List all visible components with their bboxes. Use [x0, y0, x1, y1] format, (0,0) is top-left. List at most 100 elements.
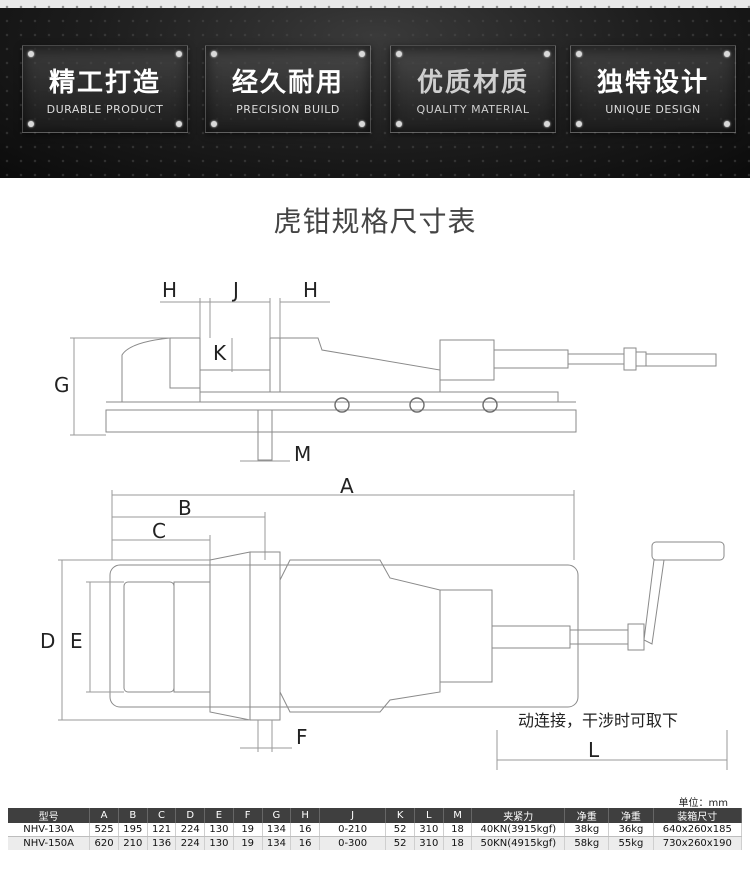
- cell: 50KN(4915kgf): [471, 836, 566, 850]
- feature-plate-quality: 优质材质 QUALITY MATERIAL: [390, 45, 556, 133]
- dim-label-d: D: [40, 629, 55, 653]
- header-l: L: [414, 808, 444, 823]
- screw-top: [491, 625, 571, 649]
- cell: 195: [118, 823, 148, 837]
- movable-jaw-top: [279, 559, 441, 713]
- cell: 210: [118, 836, 148, 850]
- dim-label-j: J: [231, 278, 239, 302]
- dim-label-e: E: [70, 629, 83, 653]
- dim-label-a: A: [340, 474, 354, 498]
- table-header-row: 型号 A B C D E F G H J K L M 夹紧力 净重 净重 装箱尺…: [8, 808, 743, 823]
- dim-label-b: B: [178, 496, 192, 520]
- cell: 52: [385, 823, 415, 837]
- top-view: A B C D E F 动连接，干涉时可取下: [40, 474, 728, 770]
- bolt-icon: [576, 51, 582, 57]
- crank-collar: [627, 623, 645, 651]
- bolt-icon: [724, 121, 730, 127]
- cell: 525: [89, 823, 119, 837]
- feature-plate-unique: 独特设计 UNIQUE DESIGN: [570, 45, 736, 133]
- header-b: B: [118, 808, 148, 823]
- screw-shaft: [567, 353, 625, 365]
- lead-screw: [493, 349, 569, 369]
- cell: 0-210: [319, 823, 387, 837]
- header-c: C: [147, 808, 177, 823]
- dim-label-l: L: [588, 738, 600, 762]
- cell: 620: [89, 836, 119, 850]
- header-e: E: [204, 808, 234, 823]
- cell: 310: [414, 836, 444, 850]
- jaw-bridge: [209, 551, 251, 721]
- header-j: J: [319, 808, 387, 823]
- top-base-outline: [109, 564, 579, 708]
- bolt-icon: [176, 51, 182, 57]
- cell: 16: [290, 823, 320, 837]
- cell: 136: [147, 836, 177, 850]
- cell: 55kg: [608, 836, 654, 850]
- bolt-icon: [576, 121, 582, 127]
- fixed-jaw-face: [173, 581, 211, 693]
- header-d: D: [175, 808, 206, 823]
- table-row: NHV-150A 620 210 136 224 130 19 134 16 0…: [8, 836, 743, 850]
- cell: 19: [233, 823, 263, 837]
- header-a: A: [89, 808, 119, 823]
- cell: 224: [175, 836, 206, 850]
- handle-collar: [623, 347, 637, 371]
- fixed-jaw-body: [121, 337, 201, 402]
- spec-table: 型号 A B C D E F G H J K L M 夹紧力 净重 净重 装箱尺…: [8, 808, 743, 850]
- cell: 640x260x185: [653, 823, 743, 837]
- vise-dimension-drawing: H J H K G M A B C: [40, 278, 728, 770]
- bolt-icon: [396, 121, 402, 127]
- cell: 134: [262, 836, 292, 850]
- dim-label-h-left: H: [162, 278, 177, 302]
- bolt-icon: [176, 121, 182, 127]
- feature-title: 经久耐用: [231, 68, 344, 98]
- header-k: K: [385, 808, 415, 823]
- dim-label-c: C: [152, 519, 166, 543]
- header-f: F: [233, 808, 263, 823]
- cell: 52: [385, 836, 415, 850]
- cell: 19: [233, 836, 263, 850]
- header-clamp-force: 夹紧力: [471, 808, 566, 823]
- bolt-icon: [359, 51, 365, 57]
- cell: 130: [204, 836, 234, 850]
- cell: 224: [175, 823, 206, 837]
- header-net-weight: 净重: [564, 808, 610, 823]
- dim-label-k: K: [213, 341, 227, 365]
- jaw-slide: [199, 369, 271, 393]
- handle-bar: [645, 353, 717, 367]
- crank-handle: [651, 541, 725, 561]
- cell: 18: [443, 836, 473, 850]
- header-g: G: [262, 808, 292, 823]
- bolt-icon: [396, 51, 402, 57]
- cell: 730x260x190: [653, 836, 743, 850]
- feature-plate-precision: 经久耐用 PRECISION BUILD: [205, 45, 371, 133]
- header-m: M: [443, 808, 473, 823]
- bolt-icon: [544, 121, 550, 127]
- cell: 58kg: [564, 836, 610, 850]
- bolt-icon: [724, 51, 730, 57]
- cell: 16: [290, 836, 320, 850]
- header-package-size: 装箱尺寸: [653, 808, 743, 823]
- screw-housing: [439, 339, 495, 381]
- cell: 40KN(3915kgf): [471, 823, 566, 837]
- dim-label-m: M: [294, 442, 311, 466]
- cell: 121: [147, 823, 177, 837]
- dim-label-f: F: [296, 725, 308, 749]
- slot-channel: [249, 551, 281, 721]
- movable-jaw-plate: [269, 337, 281, 393]
- table-row: NHV-130A 525 195 121 224 130 19 134 16 0…: [8, 823, 743, 837]
- section-title: 虎钳规格尺寸表: [273, 205, 477, 238]
- bolt-icon: [211, 51, 217, 57]
- hero-banner: 精工打造 DURABLE PRODUCT 经久耐用 PRECISION BUIL…: [0, 0, 750, 178]
- movable-jaw-body: [200, 337, 441, 393]
- feature-plate-durable: 精工打造 DURABLE PRODUCT: [22, 45, 188, 133]
- cell: 130: [204, 823, 234, 837]
- cell: 38kg: [564, 823, 610, 837]
- cell: 36kg: [608, 823, 654, 837]
- cell: 134: [262, 823, 292, 837]
- bolt-hole-3: [482, 397, 498, 413]
- removal-note: 动连接，干涉时可取下: [518, 711, 678, 730]
- base-plate: [105, 409, 577, 433]
- nut-block: [439, 589, 493, 683]
- header-h: H: [290, 808, 320, 823]
